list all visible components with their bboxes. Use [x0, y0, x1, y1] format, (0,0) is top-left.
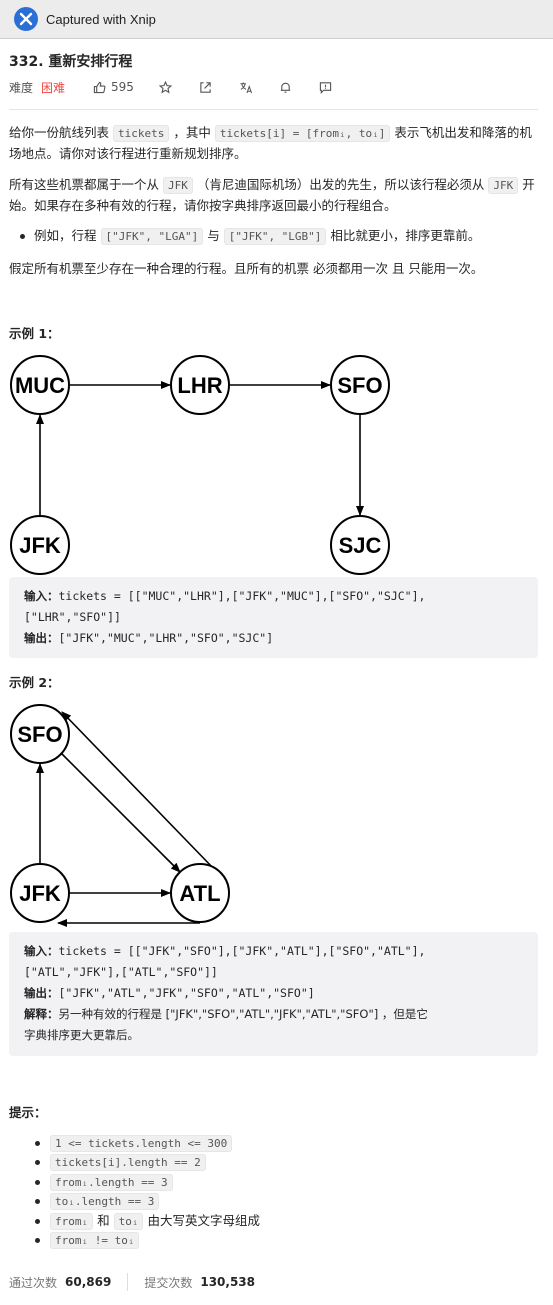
tip-item: fromᵢ.length == 3 — [35, 1172, 173, 1192]
description-text: ，其中 — [173, 125, 211, 140]
description-text: 表示飞机出发和降落的机场地点。请你对该行程进行重新规划排序。 — [9, 125, 532, 161]
node-muc: MUC — [10, 355, 70, 415]
input-label: 输入： — [24, 944, 59, 958]
description-paragraph-1: 给你一份航线列表 tickets ，其中 tickets[i] = [fromᵢ… — [9, 123, 539, 164]
problem-meta-row: 难度 困难 595 — [9, 77, 334, 97]
output-label: 输出： — [24, 631, 59, 645]
node-sjc: SJC — [330, 515, 390, 575]
inline-code: tickets[i] = [fromᵢ, toᵢ] — [214, 125, 391, 142]
inline-code: toᵢ — [113, 1213, 144, 1230]
inline-code: JFK — [488, 177, 519, 194]
output-label: 输出： — [24, 986, 59, 1000]
node-label: MUC — [15, 373, 65, 398]
inline-code: ["JFK", "LGB"] — [223, 228, 327, 245]
output-value: ["JFK","ATL","JFK","SFO","ATL","SFO"] — [58, 986, 315, 1000]
submission-stats: 通过次数 60,869 提交次数 130,538 — [9, 1273, 255, 1291]
description-text: 与 — [207, 228, 220, 243]
output-value: ["JFK","MUC","LHR","SFO","SJC"] — [58, 631, 274, 645]
accepted-count: 60,869 — [65, 1275, 112, 1289]
node-sfo: SFO — [330, 355, 390, 415]
node-jfk: JFK — [10, 863, 70, 923]
tip-item: tickets[i].length == 2 — [35, 1152, 206, 1172]
inline-code: tickets[i].length == 2 — [50, 1154, 206, 1171]
edge-sfo-atl — [61, 753, 181, 873]
translate-icon[interactable] — [238, 79, 254, 95]
inline-code: fromᵢ — [50, 1213, 94, 1230]
tip-item: toᵢ.length == 3 — [34, 1191, 160, 1211]
node-label: JFK — [19, 881, 61, 906]
problem-title: 332. 重新安排行程 — [9, 54, 133, 70]
inline-code: fromᵢ.length == 3 — [50, 1174, 173, 1191]
description-text: （肯尼迪国际机场）出发的先生，所以该行程必须从 — [196, 177, 485, 192]
explain-label: 解释： — [24, 1007, 59, 1021]
description-text: 开始。如果存在多种有效的行程，请你按字典排序返回最小的行程组合。 — [9, 177, 535, 213]
node-sfo: SFO — [10, 704, 70, 764]
example-2-title: 示例 2： — [9, 675, 60, 690]
example-2-graph: SFO JFK ATL — [10, 704, 230, 927]
description-text: 相比就更小，排序更靠前。 — [330, 228, 481, 243]
tip-item: 1 <= tickets.length <= 300 — [34, 1133, 233, 1153]
inline-code: tickets — [113, 125, 170, 142]
feedback-icon[interactable] — [318, 79, 334, 95]
difficulty-badge: 困难 — [41, 80, 66, 95]
tips-title: 提示： — [9, 1105, 47, 1120]
inline-code: ["JFK", "LGA"] — [100, 228, 204, 245]
inline-code: 1 <= tickets.length <= 300 — [50, 1135, 233, 1152]
node-jfk: JFK — [10, 515, 70, 575]
xnip-logo-icon — [14, 7, 38, 31]
inline-code: JFK — [163, 177, 193, 194]
example-1-box: 输入：tickets = [["MUC","LHR"],["JFK","MUC"… — [9, 577, 538, 658]
example-1-graph: MUC LHR SFO JFK SJC — [10, 355, 390, 575]
thumbs-up-icon[interactable] — [91, 79, 107, 95]
explain-text: 另一种有效的行程是 ["JFK","SFO","ATL","JFK","ATL"… — [58, 1007, 428, 1021]
star-icon[interactable] — [158, 79, 174, 95]
difficulty-label: 难度 — [9, 80, 34, 95]
tip-text: 和 — [97, 1213, 110, 1228]
input-value: tickets = [["MUC","LHR"],["JFK","MUC"],[… — [58, 589, 426, 603]
node-label: JFK — [19, 533, 61, 558]
submitted-count: 130,538 — [200, 1275, 255, 1289]
description-paragraph-3: 假定所有机票至少存在一种合理的行程。且所有的机票 必须都用一次 且 只能用一次。 — [9, 261, 484, 276]
edge-atl-sfo — [61, 711, 216, 871]
input-value: ["ATL","JFK"],["ATL","SFO"]] — [24, 965, 218, 979]
window-title: Captured with Xnip — [46, 11, 156, 27]
inline-code: fromᵢ != toᵢ — [50, 1232, 140, 1249]
tip-item: fromᵢ 和 toᵢ 由大写英文字母组成 — [35, 1211, 260, 1231]
node-label: LHR — [177, 373, 222, 398]
example-1-title: 示例 1： — [9, 326, 60, 341]
node-atl: ATL — [170, 863, 230, 923]
node-label: SFO — [17, 722, 62, 747]
example-2-box: 输入：tickets = [["JFK","SFO"],["JFK","ATL"… — [9, 932, 538, 1056]
tip-text: 由大写英文字母组成 — [147, 1213, 260, 1228]
bell-icon[interactable] — [278, 79, 294, 95]
share-icon[interactable] — [198, 79, 214, 95]
stats-divider — [127, 1273, 129, 1291]
node-label: ATL — [179, 881, 220, 906]
node-label: SJC — [339, 533, 382, 558]
header-divider — [9, 109, 538, 110]
description-text: 给你一份航线列表 — [9, 125, 110, 140]
title-bar: Captured with Xnip — [0, 0, 553, 39]
inline-code: toᵢ.length == 3 — [50, 1193, 160, 1210]
input-value: ["LHR","SFO"]] — [24, 610, 121, 624]
tip-item: fromᵢ != toᵢ — [34, 1230, 140, 1250]
description-text: 例如，行程 — [34, 228, 97, 243]
input-label: 输入： — [24, 589, 59, 603]
node-lhr: LHR — [170, 355, 230, 415]
description-bullet: 例如，行程 ["JFK", "LGA"] 与 ["JFK", "LGB"] 相比… — [19, 226, 481, 247]
explain-text: 字典排序更大更靠后。 — [24, 1028, 139, 1042]
input-value: tickets = [["JFK","SFO"],["JFK","ATL"],[… — [58, 944, 426, 958]
accepted-label: 通过次数 — [9, 1275, 58, 1290]
description-paragraph-2: 所有这些机票都属于一个从 JFK （肯尼迪国际机场）出发的先生，所以该行程必须从… — [9, 175, 539, 216]
node-label: SFO — [337, 373, 382, 398]
description-text: 所有这些机票都属于一个从 — [9, 177, 160, 192]
submitted-label: 提交次数 — [144, 1275, 193, 1290]
like-count: 595 — [111, 80, 134, 94]
